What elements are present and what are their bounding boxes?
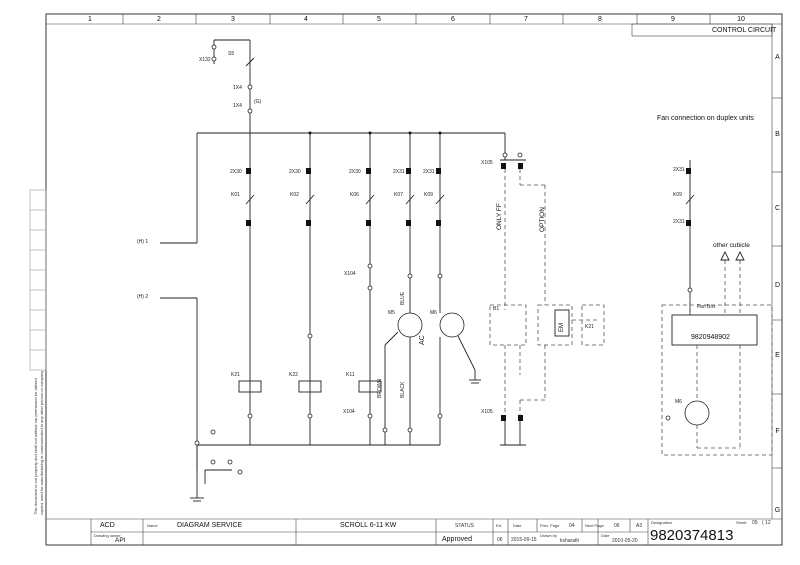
ref-k11: K11: [346, 372, 355, 378]
footer-ed: 06: [497, 537, 503, 543]
row-c: C: [774, 205, 781, 212]
footer-model: SCROLL 6-11 KW: [340, 522, 397, 529]
footer-sheet-total: ( 12: [762, 520, 771, 526]
col-9: 9: [671, 16, 675, 23]
footer-date2: 2010-05-20: [612, 538, 638, 544]
fan-box-label: Fan Box: [697, 304, 716, 310]
ref-m5: M5: [388, 310, 395, 316]
footer-next-page-label: Next Page: [585, 523, 604, 528]
footer-name-label: Name: [147, 523, 158, 528]
ref-blue: BLUE: [400, 291, 406, 305]
footer-owner-label: Drawing owner: [94, 533, 121, 538]
signal-in-1: (H) 1: [137, 239, 149, 245]
footer-sheet-label: Sheet: [736, 520, 747, 525]
footer-prev-page: 04: [569, 523, 575, 529]
ref-black: BLACK: [400, 381, 406, 398]
ref-k21-b: K21: [585, 324, 594, 330]
ref-x105-a: X105: [481, 160, 493, 166]
ref-m6: M6: [430, 310, 437, 316]
ref-k09-b: K09: [673, 192, 682, 198]
fan-box-id: 9820948902: [691, 334, 730, 341]
col-8: 8: [598, 16, 602, 23]
footer-date-label: Date: [513, 523, 522, 528]
other-cubicle-label: other cubicle: [713, 242, 750, 249]
col-7: 7: [524, 16, 528, 23]
ref-g: (G): [254, 99, 262, 105]
ref-b1: B1: [493, 306, 500, 312]
ref-2x31-2: 2X31: [423, 169, 435, 175]
footer-designation-label: Designation: [651, 520, 673, 525]
row-b: B: [775, 131, 780, 138]
ref-brown: BROWN: [377, 378, 383, 398]
footer-status: Approved: [442, 536, 472, 543]
ref-em: EM: [559, 323, 565, 332]
ref-2x30-3: 2X30: [349, 169, 361, 175]
option-label: OPTION: [539, 207, 546, 232]
footer-name: DIAGRAM SERVICE: [177, 522, 243, 529]
row-e: E: [775, 352, 780, 359]
ref-k06: K06: [350, 192, 359, 198]
page-title: CONTROL CIRCUIT: [712, 27, 777, 34]
footer-company: ACD: [100, 522, 115, 529]
footer-drawn-by: ksharath: [560, 538, 580, 544]
row-f: F: [775, 428, 780, 435]
footer-status-label: STATUS: [455, 523, 474, 529]
ref-2x31-fan-a: 2X31: [673, 167, 685, 173]
col-10: 10: [737, 16, 745, 23]
ref-s5: S5: [228, 51, 235, 57]
footer-drawn-by-label: Drawn by: [540, 533, 557, 538]
ref-2x31-fan-b: 2X31: [673, 219, 685, 225]
ref-m6-b: M6: [675, 399, 682, 405]
col-1: 1: [88, 16, 92, 23]
fan-connection-note: Fan connection on duplex units: [657, 115, 754, 122]
row-d: D: [774, 282, 781, 289]
footer-owner: API: [115, 537, 126, 544]
ref-x105-b: X105: [481, 409, 493, 415]
row-g: G: [774, 507, 781, 514]
signal-in-2: (H) 2: [137, 294, 149, 300]
ref-k09: K09: [424, 192, 433, 198]
col-6: 6: [451, 16, 455, 23]
footer-ed-label: Ed.: [496, 523, 503, 528]
ref-k21: K21: [231, 372, 240, 378]
ref-x104-b: X104: [343, 409, 355, 415]
col-2: 2: [157, 16, 161, 23]
col-4: 4: [304, 16, 308, 23]
only-ff-label: ONLY FF: [496, 203, 503, 230]
ref-x132: X132: [199, 57, 211, 63]
col-5: 5: [377, 16, 381, 23]
ref-k01: K01: [231, 192, 240, 198]
footer-prev-page-label: Prev. Page: [540, 523, 560, 528]
footer-format: A3: [636, 523, 643, 529]
ref-2x30-1: 2X30: [230, 169, 242, 175]
ref-k07: K07: [394, 192, 403, 198]
footer-designation: 9820374813: [650, 527, 734, 544]
ref-k02: K02: [290, 192, 299, 198]
ref-ac: AC: [419, 335, 426, 345]
row-a: A: [775, 54, 780, 61]
ref-1x4-b: 1X4: [233, 103, 242, 109]
col-3: 3: [231, 16, 235, 23]
ref-2x31-1: 2X31: [393, 169, 405, 175]
ref-x104-a: X104: [344, 271, 356, 277]
disclaimer-line-1: This document is our property and shall …: [33, 378, 38, 515]
footer-date: 2015-09-15: [511, 537, 537, 543]
ref-k22: K22: [289, 372, 298, 378]
disclaimer-line-2: copied, used for manufacturing or commun…: [39, 370, 44, 515]
ref-2x30-2: 2X30: [289, 169, 301, 175]
footer-sheet: 05: [752, 520, 758, 526]
footer-next-page: 06: [614, 523, 620, 529]
footer-date2-label: Date: [601, 533, 610, 538]
ref-1x4-a: 1X4: [233, 85, 242, 91]
